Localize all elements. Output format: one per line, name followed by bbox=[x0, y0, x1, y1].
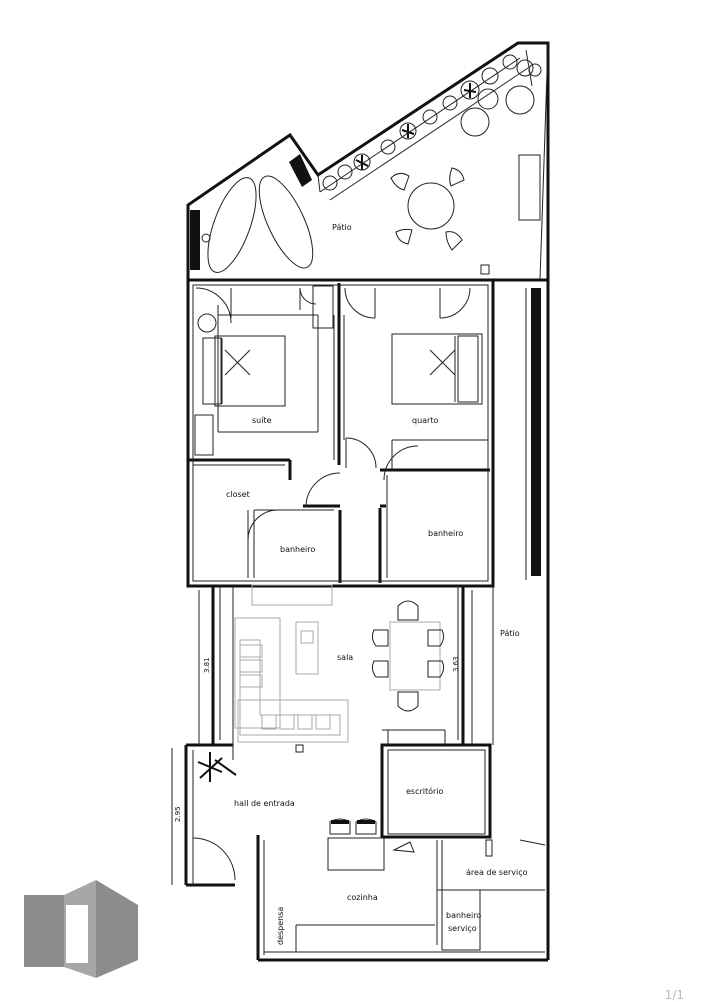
room-label-escritorio: escritório bbox=[406, 786, 444, 796]
lower-walls bbox=[184, 729, 548, 962]
dimension-sala-right: 3.63 bbox=[452, 656, 460, 672]
room-label-patio-side: Pátio bbox=[500, 629, 520, 638]
sala-walls bbox=[186, 586, 465, 760]
kitchen-island bbox=[327, 818, 415, 871]
patio-wall-element bbox=[190, 210, 200, 270]
room-label-banheiro-servico-2: serviço bbox=[448, 924, 477, 933]
lounger bbox=[207, 177, 257, 273]
side-patio-walls bbox=[492, 278, 550, 960]
dimension-hall-left: 2.95 bbox=[174, 806, 182, 822]
bedroom-block-walls bbox=[186, 278, 495, 588]
patio-post bbox=[480, 264, 490, 275]
patio-dining-set bbox=[390, 167, 465, 251]
patio-grill bbox=[289, 154, 312, 187]
page-number: 1/1 bbox=[664, 988, 684, 1002]
room-label-banheiro-suite: banheiro bbox=[280, 545, 315, 554]
dining-set bbox=[371, 600, 445, 712]
sala-furniture bbox=[234, 584, 349, 753]
room-label-hall: hall de entrada bbox=[234, 799, 295, 808]
room-label-banheiro-servico-1: banheiro bbox=[446, 911, 481, 920]
room-label-quarto: quarto bbox=[412, 416, 438, 425]
top-patio-area bbox=[186, 41, 550, 281]
bedroom-door-swings bbox=[195, 285, 471, 541]
dimension-lines bbox=[171, 590, 473, 885]
room-label-banheiro-quarto: banheiro bbox=[428, 529, 463, 538]
planter-plants bbox=[322, 54, 542, 191]
room-label-patio-top: Pátio bbox=[332, 223, 352, 232]
patio-bench bbox=[518, 154, 541, 221]
room-label-area-servico: área de serviço bbox=[466, 868, 528, 877]
room-label-despensa: despensa bbox=[276, 907, 285, 945]
room-label-sala: sala bbox=[337, 653, 353, 662]
side-patio-screen bbox=[531, 288, 541, 576]
hall-plant bbox=[197, 752, 237, 782]
lounger bbox=[258, 175, 314, 269]
room-label-closet: closet bbox=[226, 490, 250, 499]
planter-accents bbox=[355, 83, 477, 170]
company-logo bbox=[24, 880, 138, 978]
room-label-suite: suíte bbox=[252, 416, 272, 425]
room-label-cozinha: cozinha bbox=[347, 893, 378, 902]
dimension-sala-left: 3.81 bbox=[203, 657, 211, 673]
suite-bed bbox=[194, 313, 286, 456]
quarto-bed bbox=[391, 333, 483, 405]
